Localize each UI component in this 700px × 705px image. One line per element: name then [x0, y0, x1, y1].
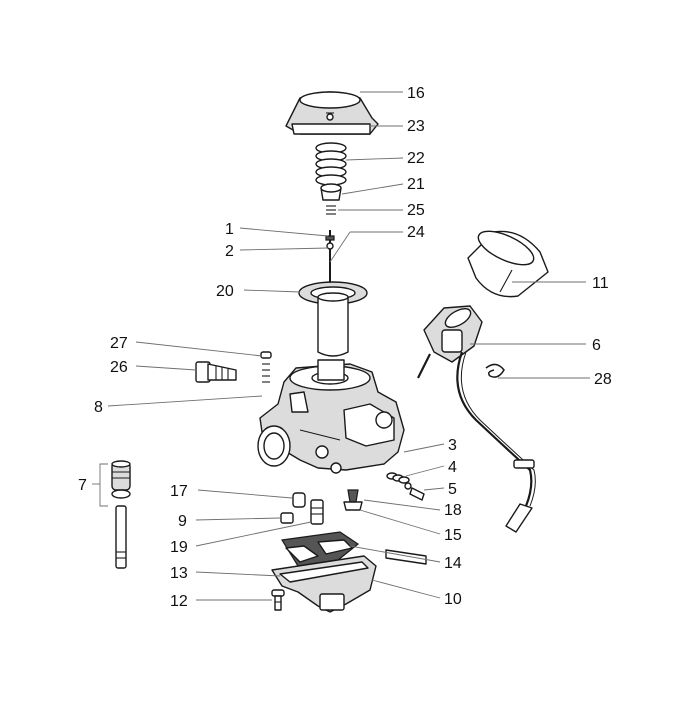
- float: [281, 531, 360, 567]
- callout-23: 23: [407, 118, 425, 135]
- callout-22: 22: [407, 150, 425, 167]
- callout-7: 7: [78, 477, 87, 494]
- idle-screw: [195, 361, 237, 383]
- callout-2: 2: [225, 243, 234, 260]
- jet-holder: [310, 499, 324, 525]
- callout-21: 21: [407, 176, 425, 193]
- callout-18: 18: [444, 502, 462, 519]
- callout-1: 1: [225, 221, 234, 238]
- carburetor-body: [257, 359, 405, 474]
- callout-8: 8: [94, 399, 103, 416]
- callout-10: 10: [444, 591, 462, 608]
- callout-27: 27: [110, 335, 128, 352]
- adjust-screw: [260, 351, 272, 383]
- callout-26: 26: [110, 359, 128, 376]
- diaphragm-slide: [298, 281, 368, 357]
- callout-17: 17: [170, 483, 188, 500]
- callout-11: 11: [592, 275, 609, 292]
- callout-labels: 16 23 22 21 25 24 1 2 20 11 6 28 27 26 8…: [78, 85, 612, 610]
- retaining-clip: [485, 363, 505, 378]
- callout-15: 15: [444, 527, 462, 544]
- callout-6: 6: [592, 337, 601, 354]
- float-needle-valve: [343, 489, 363, 511]
- callout-16: 16: [407, 85, 425, 102]
- starter-plunger: [111, 460, 131, 569]
- pilot-screw-set: [386, 472, 425, 501]
- callout-13: 13: [170, 565, 188, 582]
- callout-12: 12: [170, 593, 188, 610]
- callout-3: 3: [448, 437, 457, 454]
- float-bowl: [271, 555, 377, 613]
- slide-spring: [315, 142, 347, 186]
- callout-24: 24: [407, 224, 425, 241]
- spring-seat: [320, 183, 342, 201]
- callout-14: 14: [444, 555, 462, 572]
- callout-20: 20: [216, 283, 234, 300]
- needle-spring: [326, 205, 336, 215]
- jet-nut: [280, 512, 294, 524]
- callout-5: 5: [448, 481, 457, 498]
- jet-needle: [325, 230, 335, 282]
- callout-4: 4: [448, 459, 457, 476]
- callout-19: 19: [170, 539, 188, 556]
- carburetor-top-cover: [285, 91, 379, 135]
- callout-28: 28: [594, 371, 612, 388]
- leader-lines: [92, 91, 590, 601]
- main-jet: [292, 492, 306, 508]
- callout-25: 25: [407, 202, 425, 219]
- electric-starter-cable: [417, 305, 536, 533]
- callout-9: 9: [178, 513, 187, 530]
- float-pin: [385, 549, 427, 565]
- bowl-screw: [271, 589, 285, 611]
- intake-sleeve: [467, 230, 549, 298]
